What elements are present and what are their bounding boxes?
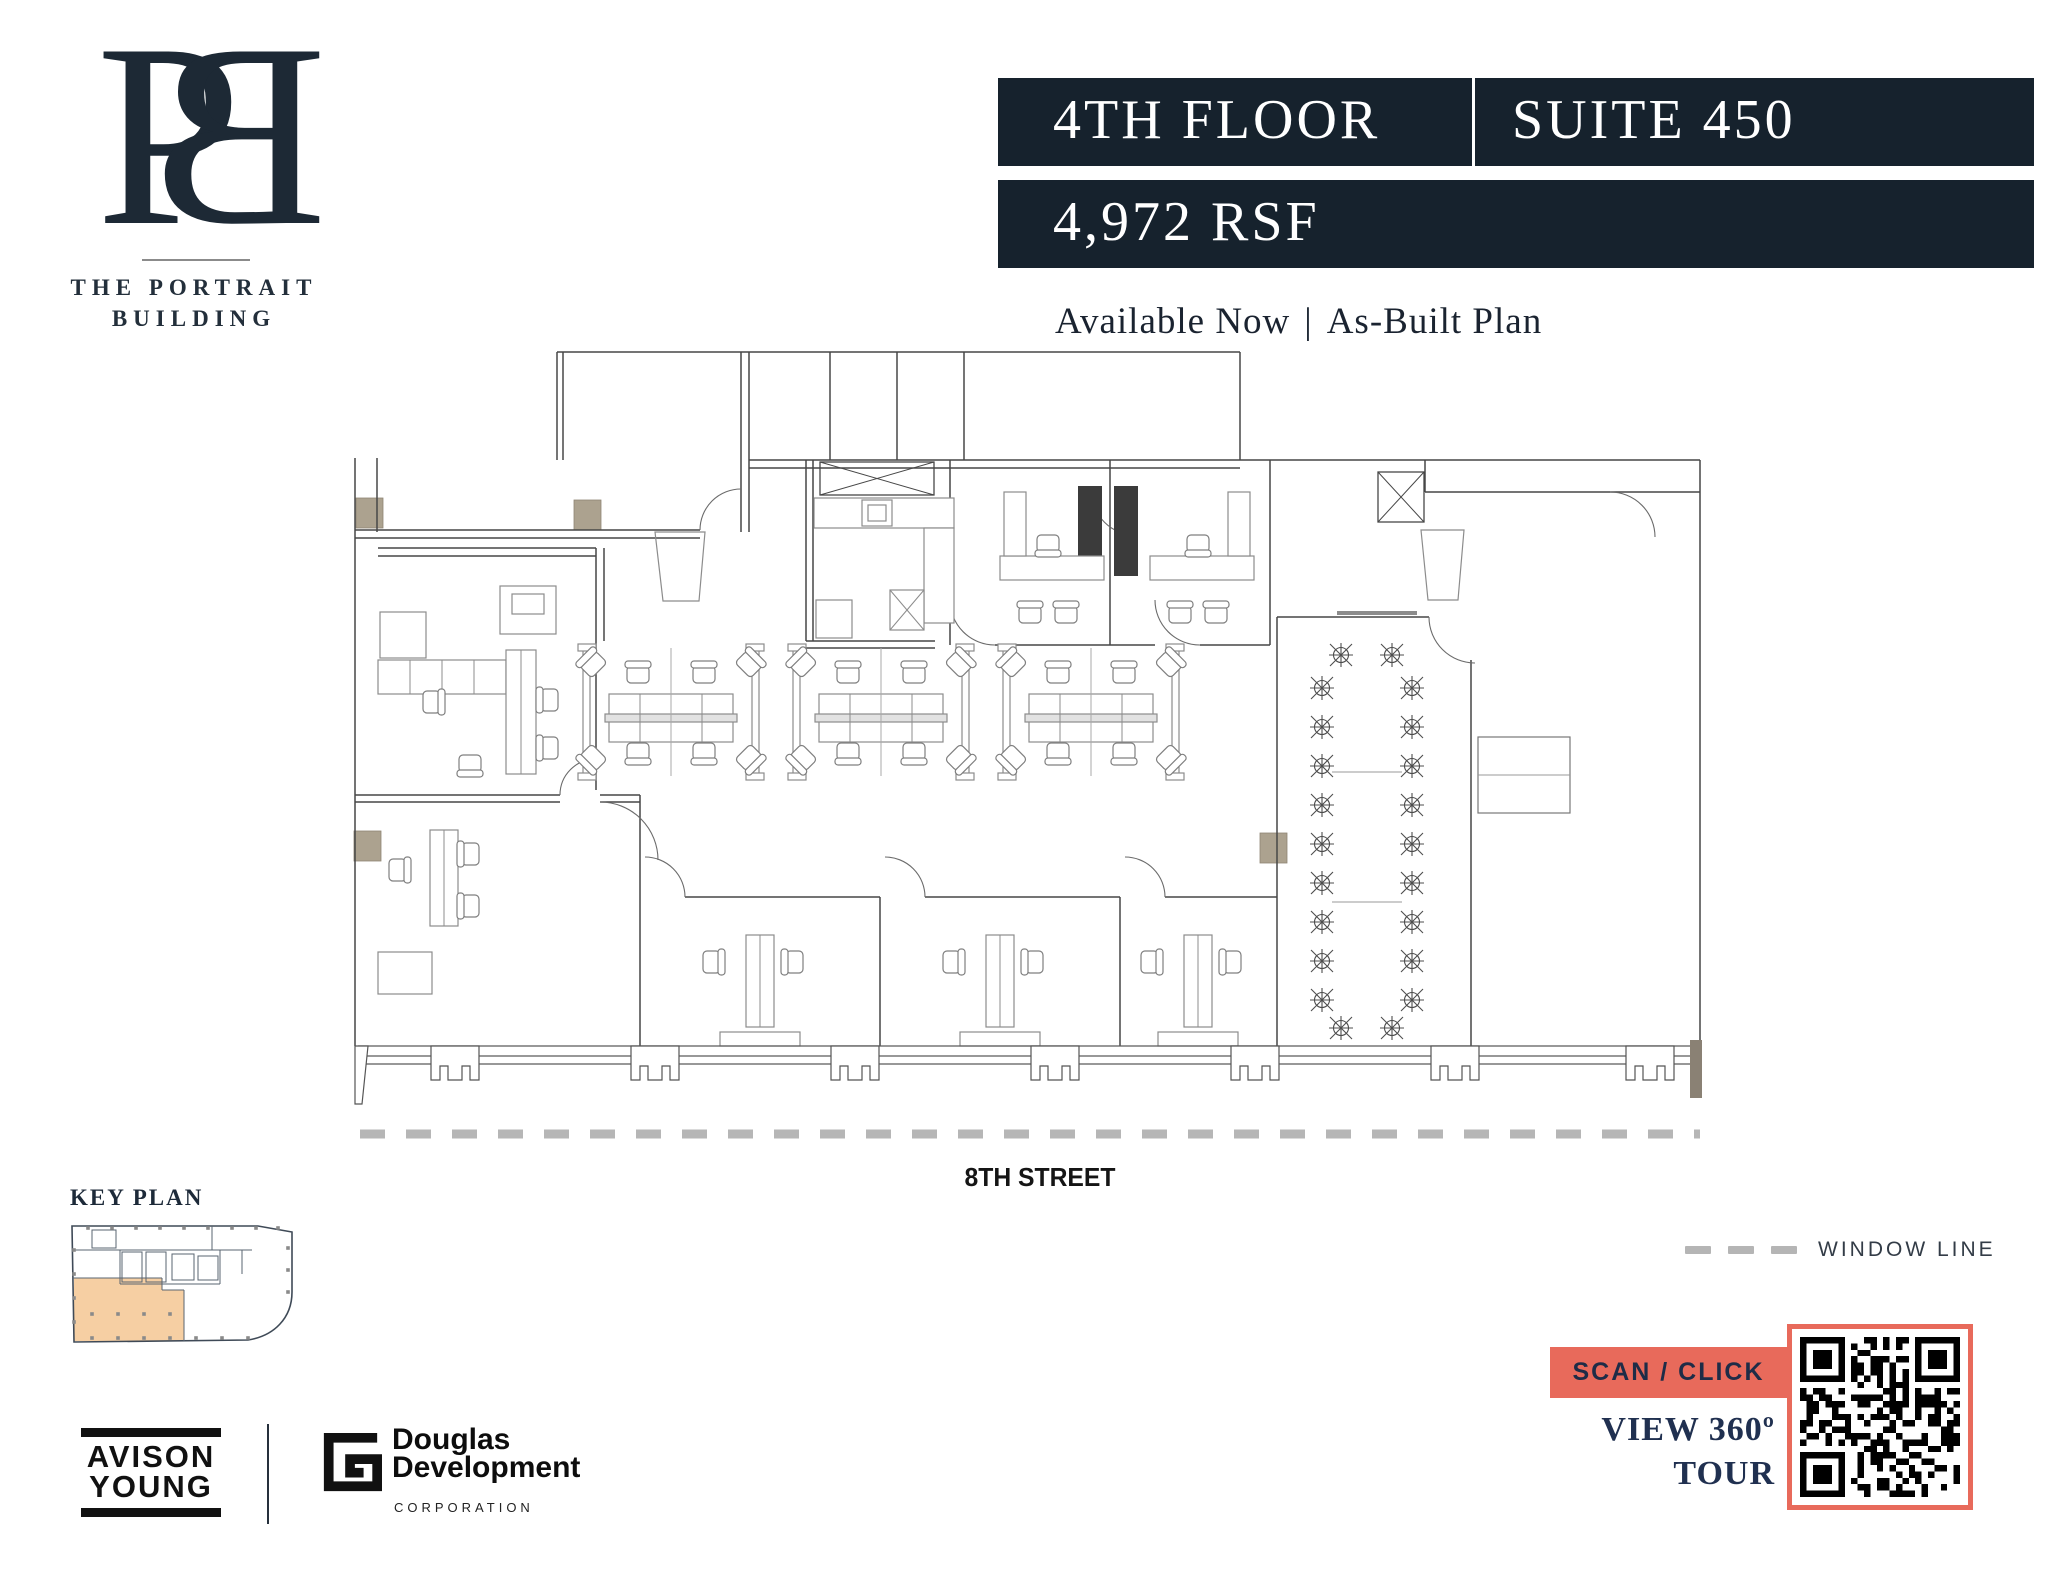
- monogram-b-mirrored: B: [152, 0, 327, 280]
- logo-divider: [267, 1424, 269, 1524]
- monogram-p: P: [96, 0, 242, 280]
- availability-pipe: |: [1304, 301, 1313, 342]
- avison-line2: YOUNG: [89, 1469, 213, 1504]
- building-name-line1: THE PORTRAIT: [70, 275, 318, 300]
- header-rsf-bar: 4,972 RSF: [998, 180, 2034, 268]
- douglas-development-logo: Douglas Development: [392, 1423, 581, 1484]
- plan-furniture: [377, 486, 1465, 1047]
- header-separator: [1472, 78, 1475, 166]
- douglas-development-icon: [323, 1432, 382, 1492]
- street-label: 8TH STREET: [964, 1162, 1116, 1192]
- window-line-label: WINDOW LINE: [1818, 1238, 1996, 1261]
- floor-label: 4TH FLOOR: [1053, 89, 1381, 151]
- view-360-line: VIEW 360º: [1601, 1411, 1775, 1448]
- window-line-dash-icon: [1685, 1246, 1711, 1254]
- availability-line: Available Now | As-Built Plan: [1055, 300, 1542, 343]
- floor-plan: [353, 351, 1702, 1139]
- plan-window-wall: [354, 1040, 1702, 1105]
- plan-type-label: As-Built Plan: [1326, 301, 1543, 342]
- availability-label: Available Now: [1055, 301, 1291, 342]
- douglas-corporation-label: CORPORATION: [394, 1500, 534, 1515]
- avison-bar-bottom: [81, 1508, 221, 1517]
- douglas-line1: Douglas: [392, 1423, 511, 1456]
- key-plan-title: KEY PLAN: [70, 1185, 204, 1210]
- douglas-line2: Development: [392, 1451, 581, 1484]
- scan-click-banner[interactable]: SCAN / CLICK: [1550, 1347, 1787, 1398]
- window-line-dash-icon: [1771, 1246, 1797, 1254]
- building-columns: [353, 497, 1288, 864]
- view-360-tour-label: VIEW 360º TOUR: [1601, 1408, 1775, 1496]
- key-plan-map: [71, 1225, 293, 1343]
- suite-label: SUITE 450: [1512, 89, 1796, 151]
- building-name: THE PORTRAIT BUILDING: [48, 272, 340, 334]
- window-line-dash-icon: [1728, 1246, 1754, 1254]
- avison-young-logo: AVISON YOUNG: [81, 1428, 221, 1517]
- logo-rule: [142, 259, 250, 261]
- avison-line1: AVISON: [86, 1439, 216, 1474]
- scan-click-label: SCAN / CLICK: [1572, 1358, 1765, 1386]
- portrait-building-logo: P B: [96, 0, 327, 280]
- avison-bar-top: [81, 1428, 221, 1437]
- building-name-line2: BUILDING: [111, 306, 277, 331]
- qr-code[interactable]: [1787, 1324, 1973, 1510]
- header-floor-suite-bar: 4TH FLOOR SUITE 450: [998, 78, 2034, 166]
- tour-line: TOUR: [1673, 1455, 1775, 1492]
- qr-code-icon: [1800, 1337, 1960, 1497]
- window-line-legend: WINDOW LINE: [1685, 1238, 1996, 1262]
- rsf-label: 4,972 RSF: [1053, 191, 1320, 253]
